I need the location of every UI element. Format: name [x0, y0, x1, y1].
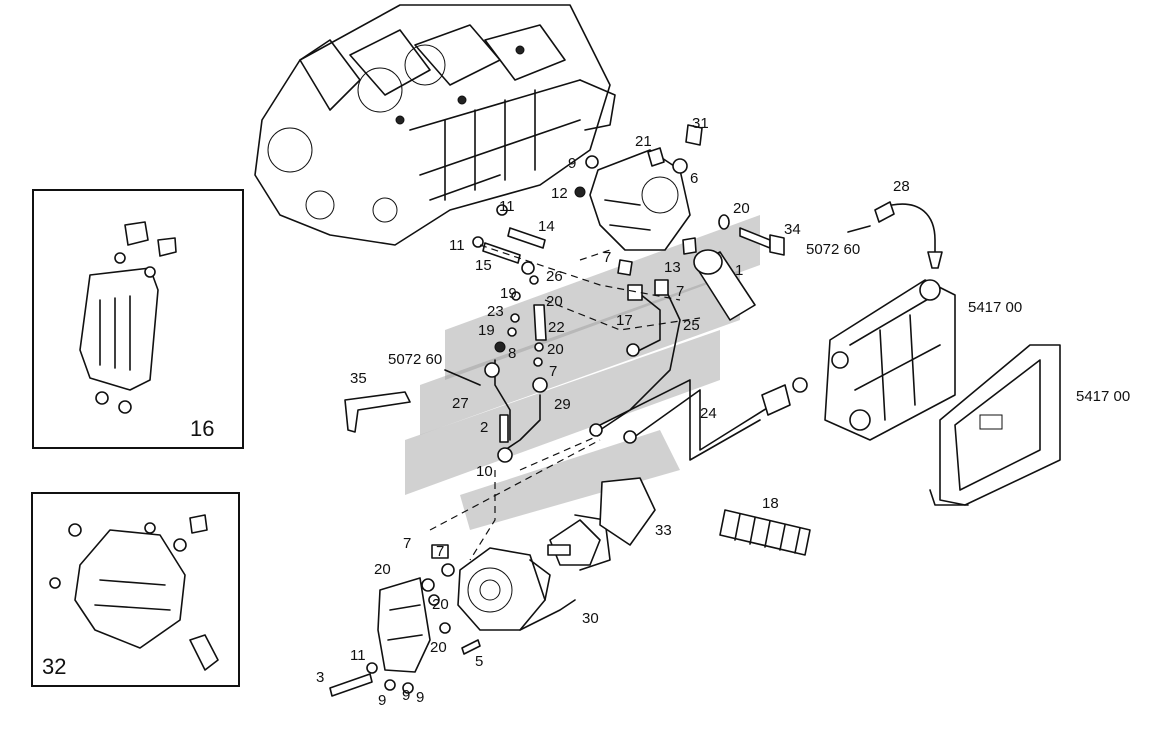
callout-11: 11: [499, 198, 515, 215]
callout-3: 3: [316, 669, 324, 686]
callout-7: 7: [549, 363, 557, 380]
callout-9: 9: [416, 689, 424, 706]
callout-7: 7: [436, 543, 444, 560]
ecu-module: [929, 344, 1061, 506]
grommet: [792, 377, 808, 393]
callout-7: 7: [676, 283, 684, 300]
connector-strip-18: [719, 509, 811, 556]
reference-5417-00: 5417 00: [1076, 388, 1130, 405]
callout-19: 19: [500, 285, 517, 302]
callout-13: 13: [664, 259, 681, 276]
callout-20: 20: [547, 341, 564, 358]
callout-25: 25: [683, 317, 700, 334]
callout-20: 20: [430, 639, 447, 656]
ref-arrow-5072-60-lower: [444, 369, 481, 386]
reference-5072-60: 5072 60: [806, 241, 860, 258]
callout-20: 20: [546, 293, 563, 310]
ecu-bracket: [824, 279, 956, 441]
upper-pump-housing: [574, 124, 703, 255]
assembly-lines: [429, 244, 701, 561]
callout-27: 27: [452, 395, 469, 412]
inset-box-16: [32, 189, 244, 449]
callout-19: 19: [478, 322, 495, 339]
callout-34: 34: [784, 221, 801, 238]
callout-14: 14: [538, 218, 555, 235]
callout-11: 11: [350, 647, 366, 664]
ref-arrow-5072-60-upper: [847, 225, 871, 233]
callout-24: 24: [700, 405, 717, 422]
bracket-35: [344, 391, 411, 433]
callout-5: 5: [475, 653, 483, 670]
callout-6: 6: [690, 170, 698, 187]
callout-9: 9: [402, 687, 410, 704]
callout-26: 26: [546, 268, 563, 285]
callout-8: 8: [508, 345, 516, 362]
callout-29: 29: [554, 396, 571, 413]
callout-20: 20: [432, 596, 449, 613]
inset-box-32: [31, 492, 240, 687]
callout-15: 15: [475, 257, 492, 274]
lower-pump-assembly: [329, 477, 656, 697]
callout-16: 16: [190, 416, 214, 441]
callout-20: 20: [733, 200, 750, 217]
callout-33: 33: [655, 522, 672, 539]
callout-18: 18: [762, 495, 779, 512]
callout-1: 1: [735, 262, 743, 279]
callout-23: 23: [487, 303, 504, 320]
callout-7: 7: [403, 535, 411, 552]
callout-17: 17: [616, 312, 633, 329]
callout-22: 22: [548, 319, 565, 336]
bolt-34: [718, 214, 785, 256]
callout-9: 9: [568, 155, 576, 172]
reference-5072-60: 5072 60: [388, 351, 442, 368]
fittings-column: [472, 204, 669, 443]
callout-2: 2: [480, 419, 488, 436]
callout-32: 32: [42, 654, 66, 679]
callout-31: 31: [692, 115, 709, 132]
callout-12: 12: [551, 185, 568, 202]
callout-20: 20: [374, 561, 391, 578]
fuel-filter: [693, 249, 756, 321]
callout-28: 28: [893, 178, 910, 195]
reference-5417-00: 5417 00: [968, 299, 1022, 316]
callout-21: 21: [635, 133, 652, 150]
callout-35: 35: [350, 370, 367, 387]
fuel-pipes: [494, 287, 791, 463]
sensor-28: [874, 201, 943, 269]
callout-30: 30: [582, 610, 599, 627]
callout-11: 11: [449, 237, 465, 254]
engine-block: [254, 4, 616, 246]
callout-10: 10: [476, 463, 493, 480]
callout-7: 7: [603, 249, 611, 266]
callout-9: 9: [378, 692, 386, 709]
